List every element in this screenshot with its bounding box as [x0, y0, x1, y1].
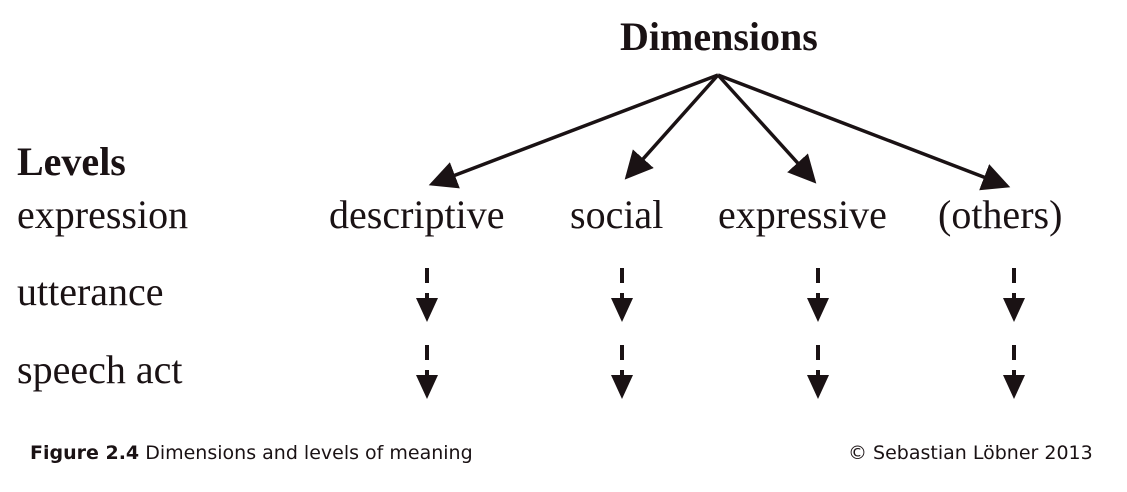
figure-label: Figure 2.4: [30, 442, 140, 464]
arrow-to-others: [717, 73, 1011, 191]
dashed-arrow-1-2: [416, 345, 438, 399]
figure-caption: Figure 2.4 Dimensions and levels of mean…: [30, 444, 473, 463]
dashed-arrow-4-1: [1003, 268, 1025, 322]
arrow-to-descriptive: [428, 73, 719, 189]
dashed-arrow-2-2: [611, 345, 633, 399]
level-utterance: utterance: [17, 269, 164, 314]
arrow-to-social: [624, 73, 720, 180]
figure-caption-text: Dimensions and levels of meaning: [145, 442, 473, 464]
dashed-arrow-3-1: [807, 268, 829, 322]
level-expression: expression: [17, 192, 189, 237]
copyright: © Sebastian Löbner 2013: [848, 442, 1093, 464]
dashed-arrow-2-1: [611, 268, 633, 322]
level-speech-act: speech act: [17, 347, 183, 392]
dashed-arrow-1-1: [416, 268, 438, 322]
dimensions-title: Dimensions: [620, 14, 818, 59]
dimension-descriptive: descriptive: [329, 192, 505, 237]
levels-heading: Levels: [17, 139, 126, 184]
dashed-arrow-3-2: [807, 345, 829, 399]
dashed-arrow-4-2: [1003, 345, 1025, 399]
arrow-to-expressive: [716, 73, 817, 184]
dimension-social: social: [570, 192, 664, 237]
dimension-others: (others): [938, 192, 1063, 237]
dimension-expressive: expressive: [718, 192, 887, 237]
